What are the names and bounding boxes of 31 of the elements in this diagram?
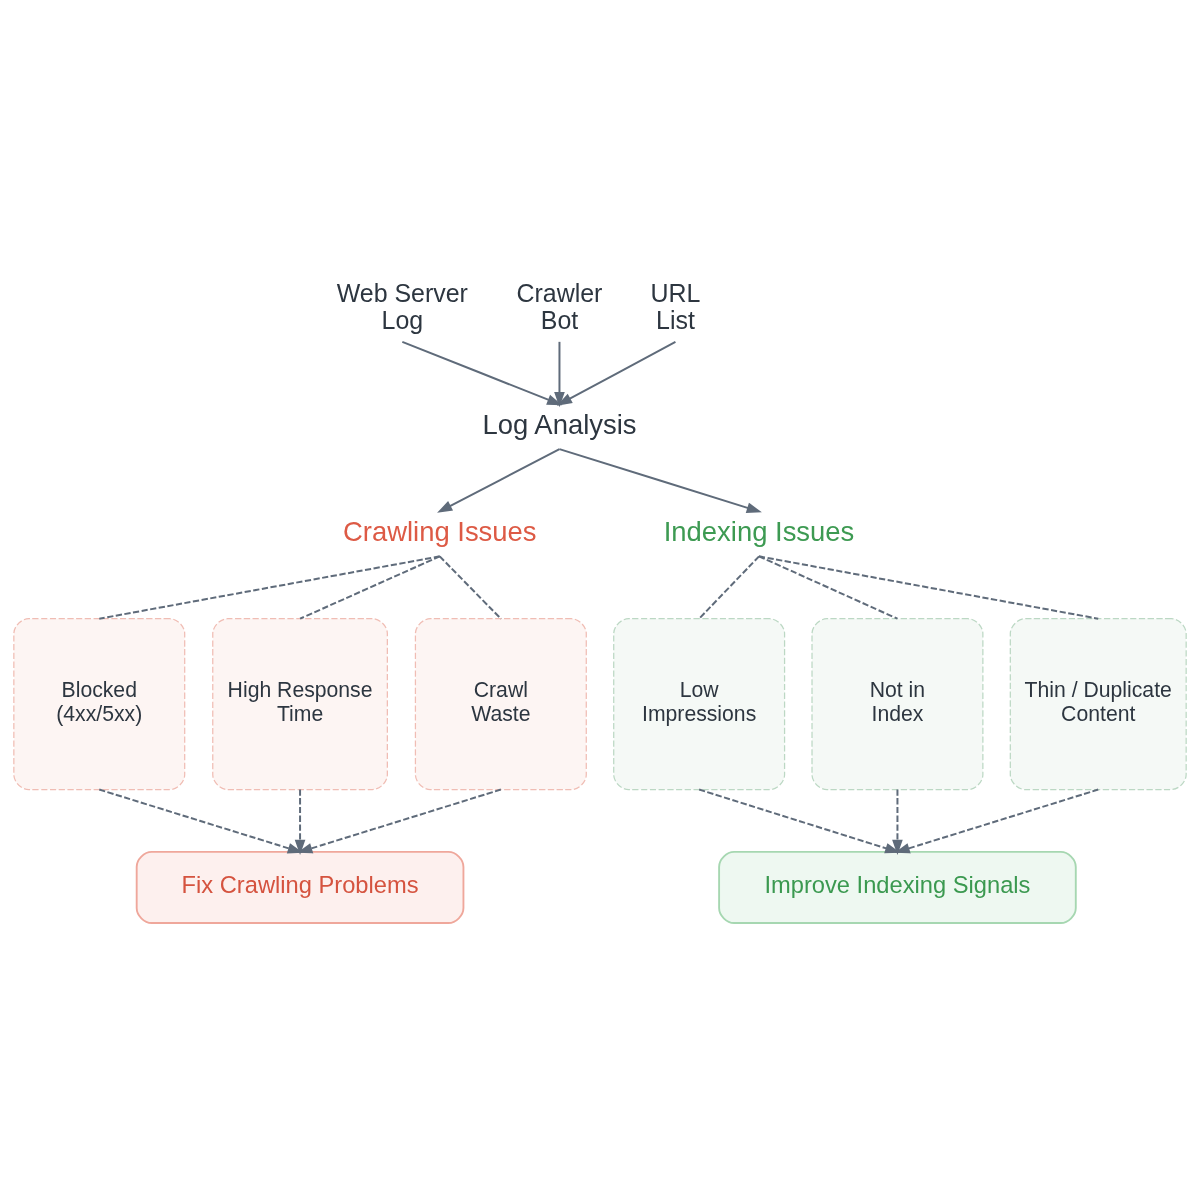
connector bbox=[299, 555, 441, 620]
connector bbox=[758, 555, 1100, 620]
node-box: Thin / Duplicate Content bbox=[1009, 618, 1187, 791]
node-box: High Response Time bbox=[212, 618, 388, 791]
node-box: Crawl Waste bbox=[414, 618, 587, 791]
connector bbox=[98, 555, 441, 620]
node-box: Improve Indexing Signals bbox=[718, 851, 1077, 924]
arrow bbox=[556, 340, 677, 406]
arrow bbox=[558, 448, 762, 513]
node-text: URL List bbox=[650, 278, 701, 335]
connector bbox=[758, 555, 899, 620]
node-box: Fix Crawling Problems bbox=[135, 851, 465, 924]
connector bbox=[438, 555, 502, 620]
connector bbox=[698, 555, 760, 620]
arrow bbox=[894, 788, 1100, 854]
arrow bbox=[437, 448, 561, 513]
arrow bbox=[698, 788, 901, 854]
node-text: Log Analysis bbox=[482, 408, 637, 440]
arrow bbox=[294, 788, 306, 855]
arrow bbox=[98, 788, 303, 854]
node-box: Not in Index bbox=[811, 618, 984, 791]
node-text: Crawler Bot bbox=[516, 278, 603, 335]
node-text: Indexing Issues bbox=[663, 515, 855, 547]
node-text: Crawling Issues bbox=[342, 515, 537, 547]
arrow bbox=[401, 340, 563, 406]
node-box: Low Impressions bbox=[613, 618, 786, 791]
node-box: Blocked (4xx/5xx) bbox=[13, 618, 186, 791]
arrow bbox=[892, 788, 903, 855]
arrow bbox=[297, 788, 502, 854]
arrow bbox=[554, 340, 565, 408]
node-text: Web Server Log bbox=[336, 278, 468, 335]
